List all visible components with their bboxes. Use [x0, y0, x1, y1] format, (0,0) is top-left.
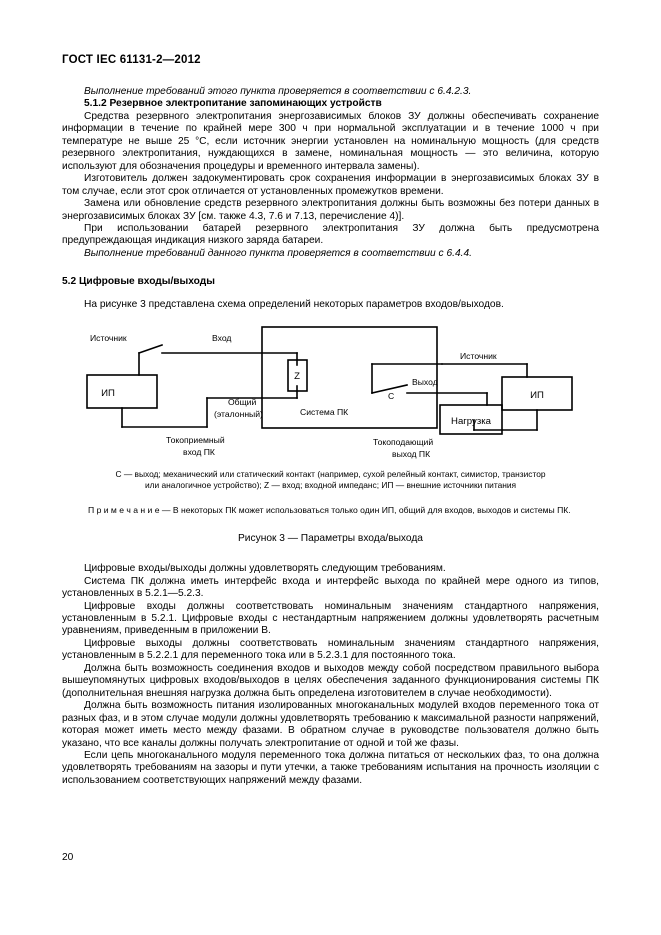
label-sink-1: Токоприемный	[166, 435, 225, 445]
para-12: Должна быть возможность питания изолиров…	[62, 700, 599, 749]
figure-note: П р и м е ч а н и е — В некоторых ПК мож…	[62, 505, 599, 517]
pc-system-boundary	[261, 326, 438, 430]
label-common-2: (эталонный)	[214, 409, 263, 419]
note-text: — В некоторых ПК может использоваться то…	[161, 505, 571, 516]
label-source-out-2: выход ПК	[392, 449, 430, 459]
para-1: Средства резервного электропитания энерг…	[62, 110, 599, 172]
label-common-1: Общий	[228, 397, 256, 407]
figure-3-io-parameters: Источник Вход ИП Z Общий (эталонный) Ток…	[62, 323, 599, 463]
para-3: Замена или обновление средств резервного…	[62, 198, 599, 222]
para-9: Цифровые входы должны соответствовать но…	[62, 600, 599, 637]
label-psu-right: ИП	[530, 390, 544, 401]
contact-blade	[371, 384, 408, 395]
label-output: Выход	[412, 377, 438, 387]
figure-caption: Рисунок 3 — Параметры входа/выхода	[238, 532, 423, 544]
label-contact: С	[388, 391, 394, 401]
para-2: Изготовитель должен задокументировать ср…	[62, 173, 599, 197]
label-input: Вход	[212, 333, 231, 343]
para-intro-italic: Выполнение требований этого пункта прове…	[84, 86, 472, 97]
heading-5-1-2: 5.1.2 Резервное электропитание запоминаю…	[84, 98, 382, 110]
heading-5-2: 5.2 Цифровые входы/выходы	[62, 276, 215, 288]
left-switch-blade	[137, 344, 164, 355]
figure-legend-line-1: С — выход; механический или статический …	[115, 469, 546, 480]
para-5-italic: Выполнение требований данного пункта про…	[84, 247, 472, 259]
load-box	[439, 404, 503, 436]
note-label: П р и м е ч а н и е	[88, 505, 160, 516]
label-impedance: Z	[294, 371, 300, 382]
label-source-left: Источник	[90, 333, 127, 343]
para-11: Должна быть возможность соединения входо…	[62, 662, 599, 699]
label-source-right: Источник	[460, 351, 497, 361]
label-psu-left: ИП	[101, 388, 115, 399]
io-parameters-schematic: Источник Вход ИП Z Общий (эталонный) Ток…	[86, 326, 573, 459]
page-number: 20	[62, 852, 74, 863]
label-sink-2: вход ПК	[183, 447, 215, 457]
para-8: Система ПК должна иметь интерфейс входа …	[62, 575, 599, 600]
page-header: ГОСТ IEC 61131-2—2012	[62, 54, 201, 66]
para-4: При использовании батарей резервного эле…	[62, 222, 599, 247]
label-source-out-1: Токоподающий	[373, 437, 433, 447]
label-system: Система ПК	[300, 407, 348, 417]
para-7: Цифровые входы/выходы должны удовлетворя…	[84, 563, 446, 575]
para-6: На рисунке 3 представлена схема определе…	[84, 298, 504, 310]
document-body: Выполнение требований этого пункта прове…	[62, 86, 599, 787]
figure-legend-line-2: или аналогичное устройство); Z — вход; в…	[144, 480, 517, 491]
para-10: Цифровые выходы должны соответствовать н…	[62, 637, 599, 662]
impedance-box	[287, 359, 308, 393]
left-psu-box	[86, 374, 158, 410]
para-13: Если цепь многоканального модуля перемен…	[62, 750, 599, 786]
label-load: Нагрузка	[451, 416, 492, 427]
